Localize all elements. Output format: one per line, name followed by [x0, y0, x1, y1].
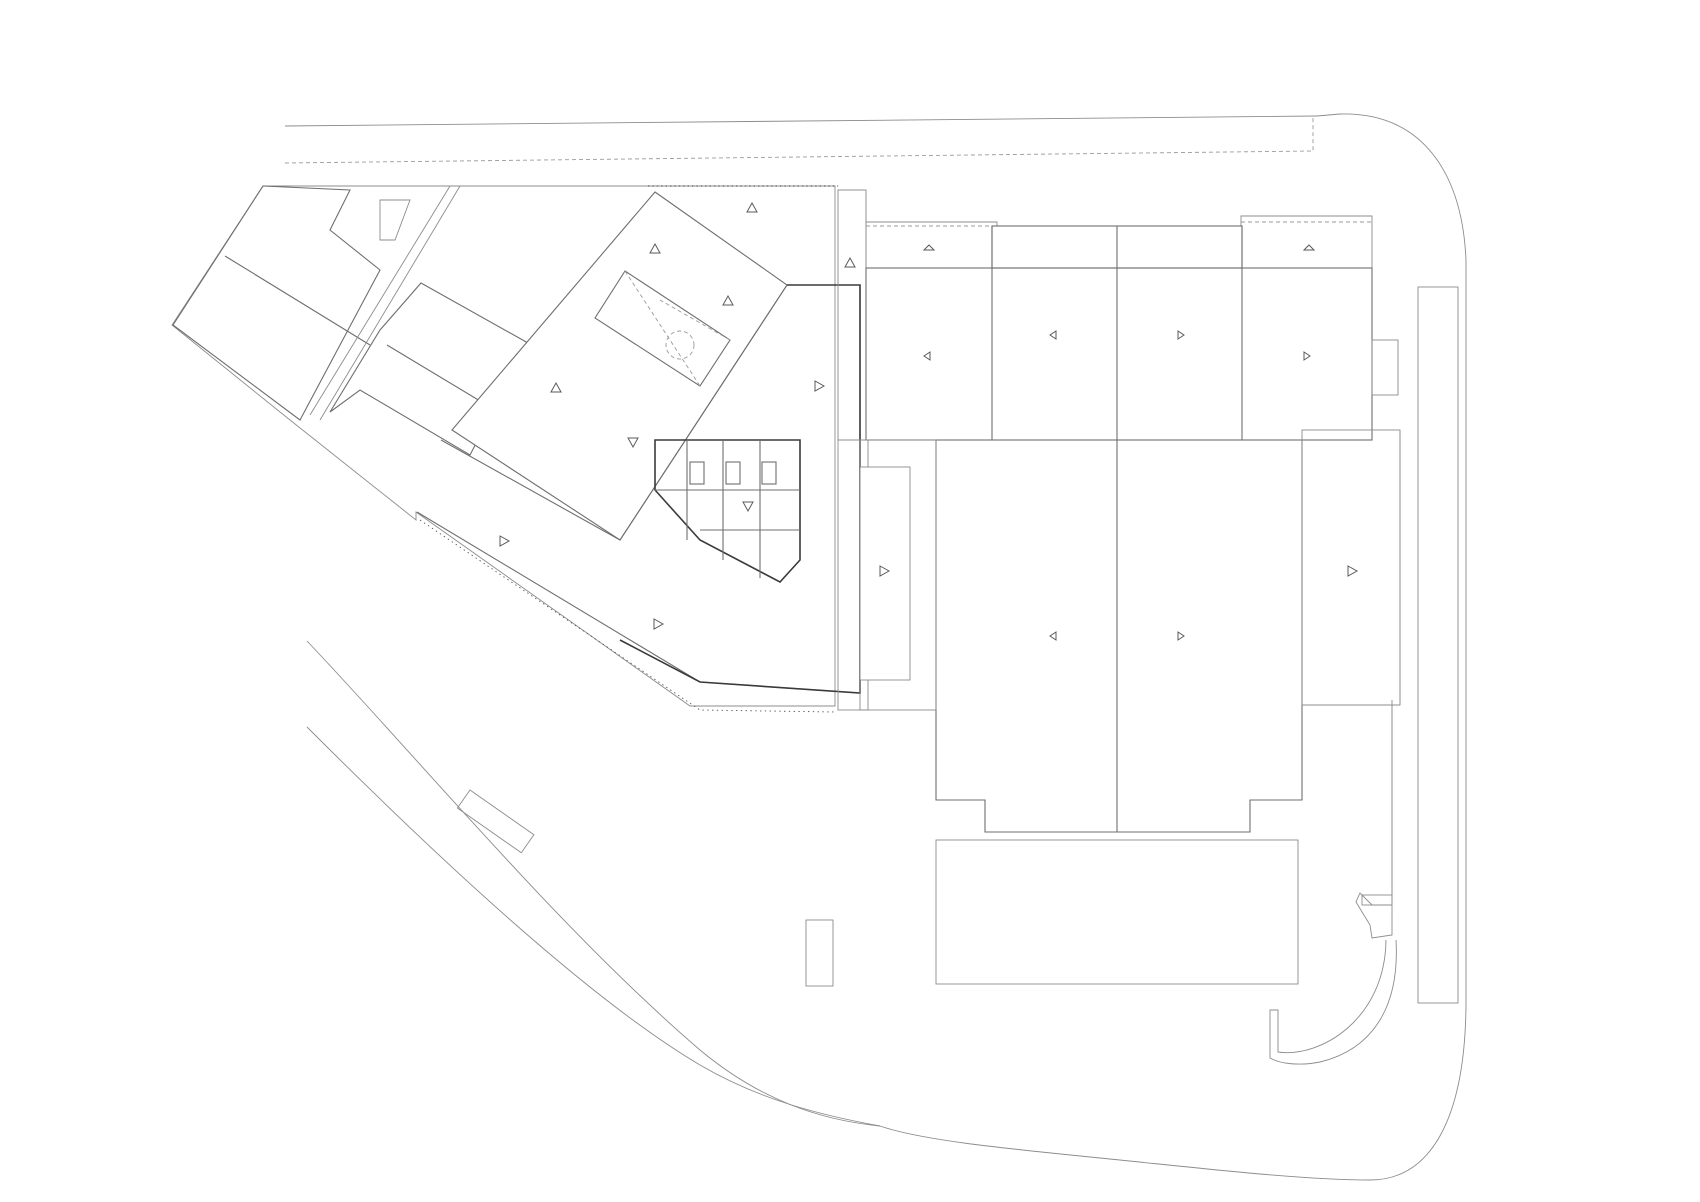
north-canopy-dash — [866, 221, 1372, 227]
slope-arrow — [746, 201, 758, 213]
slope-arrow — [814, 380, 826, 392]
north-canopy — [865, 215, 1373, 269]
ramp-curve-lower — [1269, 939, 1397, 1065]
west-outer-outline — [171, 185, 836, 707]
separator-strip-a — [319, 185, 461, 421]
road-edge-top-dashed — [284, 117, 1314, 164]
slope-arrow — [653, 618, 665, 630]
small-block-center — [805, 919, 834, 987]
skylight-courtyard — [594, 270, 731, 387]
road-curve-outer — [306, 640, 881, 1127]
bay-grid — [654, 439, 801, 583]
site-context — [284, 113, 1467, 1181]
slope-arrow — [742, 501, 754, 513]
slope-arrow — [1177, 330, 1185, 340]
court-rectangle — [935, 839, 1299, 985]
small-block-left — [456, 789, 535, 854]
site-boundary-right — [879, 113, 1467, 1181]
road-curve-inner — [306, 726, 881, 1127]
central-roof-square — [451, 191, 788, 541]
upper-roof-block — [865, 267, 1373, 441]
separator-strip-b — [309, 185, 451, 416]
slope-arrow — [879, 565, 891, 577]
railing-ticks-south — [419, 519, 836, 713]
slope-arrow — [722, 294, 734, 306]
slope-arrow — [1347, 565, 1359, 577]
east-stair — [1371, 339, 1399, 396]
west-flat-roof-outline — [859, 439, 937, 711]
roof-panel-nw-1 — [172, 185, 381, 421]
right-strip — [1417, 286, 1459, 1004]
slope-arrow — [1049, 330, 1057, 340]
slope-arrow — [1302, 244, 1316, 251]
roof-divider-2 — [386, 344, 496, 411]
skylight-diagonals — [624, 270, 731, 387]
separator-notch — [379, 199, 411, 241]
slope-arrow — [550, 381, 562, 393]
slope-arrow — [922, 244, 936, 251]
slope-arrow — [1049, 631, 1057, 641]
building-east — [859, 215, 1401, 900]
ramp-curve — [1355, 700, 1393, 939]
building-west — [171, 185, 869, 713]
roof-divider-1 — [224, 255, 371, 346]
slope-arrow — [499, 535, 511, 547]
slope-markers — [499, 201, 1359, 641]
slope-arrow — [649, 242, 661, 254]
courtyard-tree — [665, 330, 695, 360]
slope-arrow — [1303, 351, 1311, 361]
slope-arrow — [844, 256, 856, 268]
lower-hall-roof — [935, 439, 1303, 833]
slope-arrow — [627, 437, 639, 449]
slope-arrow — [1177, 631, 1185, 641]
road-edge-top — [284, 115, 1318, 127]
slope-arrow — [923, 351, 931, 361]
